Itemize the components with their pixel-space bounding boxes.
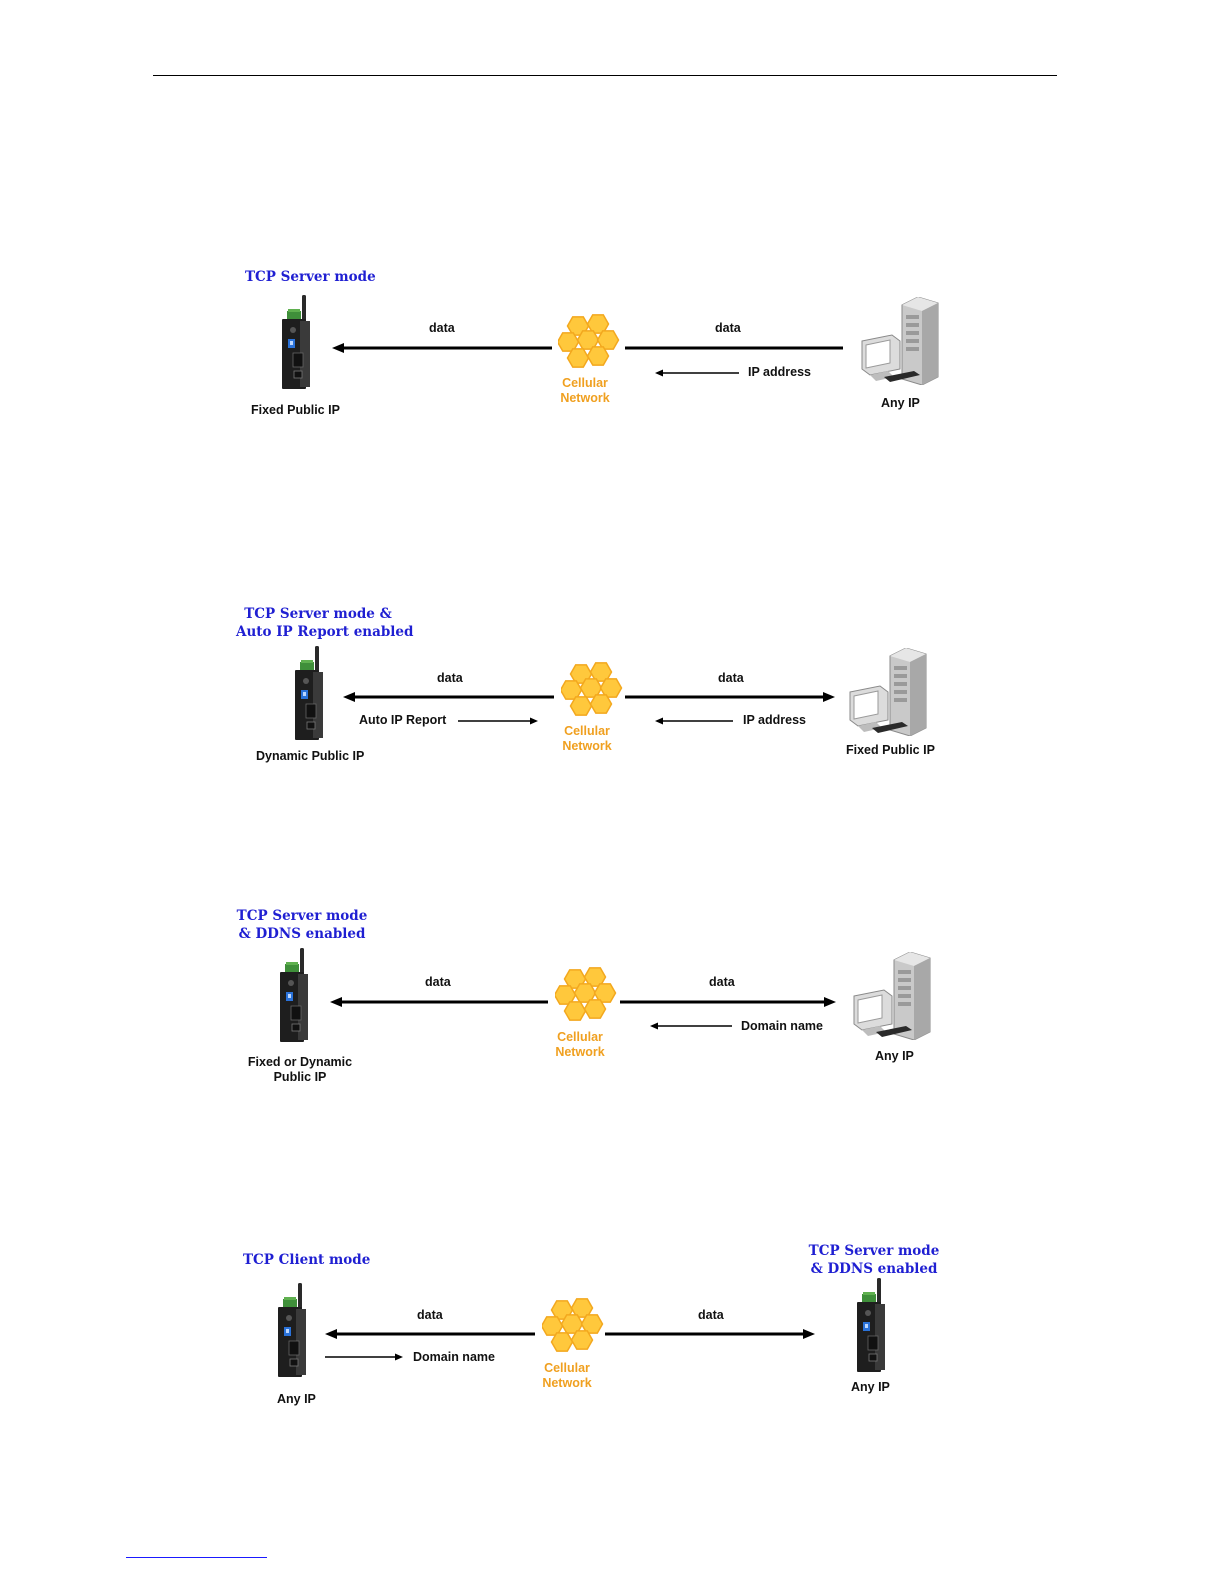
cellular-modem-icon bbox=[295, 646, 323, 740]
left-node-label: Fixed Public IP bbox=[251, 403, 340, 417]
left-data-arrow bbox=[332, 343, 552, 353]
right-note-label: IP address bbox=[743, 713, 807, 727]
left-data-arrow bbox=[343, 692, 554, 702]
honeycomb-network-icon bbox=[561, 662, 623, 716]
ip-address-arrow bbox=[655, 369, 739, 377]
right-data-arrow bbox=[605, 1329, 815, 1339]
cellular-modem-icon bbox=[857, 1278, 885, 1372]
right-note-label: IP address bbox=[748, 365, 812, 379]
right-data-label: data bbox=[715, 321, 741, 335]
honeycomb-network-icon bbox=[555, 967, 617, 1021]
server-computer-icon bbox=[861, 297, 939, 385]
left-data-arrow bbox=[330, 997, 548, 1007]
server-computer-icon bbox=[849, 648, 927, 736]
right-data-label: data bbox=[709, 975, 735, 989]
diagram-title: TCP Server mode bbox=[245, 269, 376, 285]
cellular-modem-icon bbox=[278, 1283, 306, 1377]
right-data-line bbox=[625, 346, 843, 350]
right-node-label: Any IP bbox=[851, 1380, 890, 1394]
server-computer-icon bbox=[853, 952, 931, 1040]
left-data-label: data bbox=[429, 321, 455, 335]
right-data-label: data bbox=[698, 1308, 724, 1322]
right-node-label: Fixed Public IP bbox=[846, 743, 935, 757]
cellular-modem-icon bbox=[282, 295, 310, 389]
auto-ip-report-arrow bbox=[458, 717, 538, 725]
left-data-arrow bbox=[325, 1329, 535, 1339]
header-rule bbox=[153, 75, 1057, 76]
right-data-arrow bbox=[620, 997, 836, 1007]
ip-address-arrow bbox=[655, 717, 733, 725]
left-node-label: Fixed or Dynamic Public IP bbox=[247, 1055, 353, 1084]
diagram-title: TCP Server mode & DDNS enabled bbox=[236, 908, 368, 942]
right-data-arrow bbox=[625, 692, 835, 702]
right-node-label: Any IP bbox=[875, 1049, 914, 1063]
honeycomb-network-icon bbox=[542, 1298, 604, 1352]
right-note-label: Domain name bbox=[741, 1019, 823, 1033]
left-note-label: Auto IP Report bbox=[359, 713, 447, 727]
domain-name-arrow bbox=[650, 1022, 732, 1030]
left-node-label: Any IP bbox=[277, 1392, 316, 1406]
right-data-label: data bbox=[718, 671, 744, 685]
diagram-title: TCP Client mode bbox=[243, 1252, 371, 1268]
footer-link-underline bbox=[126, 1557, 267, 1558]
left-note-label: Domain name bbox=[413, 1350, 495, 1364]
domain-name-arrow bbox=[325, 1353, 403, 1361]
cellular-modem-icon bbox=[280, 948, 308, 1042]
left-data-label: data bbox=[437, 671, 463, 685]
diagram-title: TCP Server mode & Auto IP Report enabled bbox=[236, 606, 414, 640]
left-data-label: data bbox=[425, 975, 451, 989]
right-node-label: Any IP bbox=[881, 396, 920, 410]
left-node-label: Dynamic Public IP bbox=[256, 749, 365, 763]
honeycomb-network-icon bbox=[558, 314, 620, 368]
left-data-label: data bbox=[417, 1308, 443, 1322]
right-diagram-title: TCP Server mode & DDNS enabled bbox=[808, 1243, 940, 1277]
